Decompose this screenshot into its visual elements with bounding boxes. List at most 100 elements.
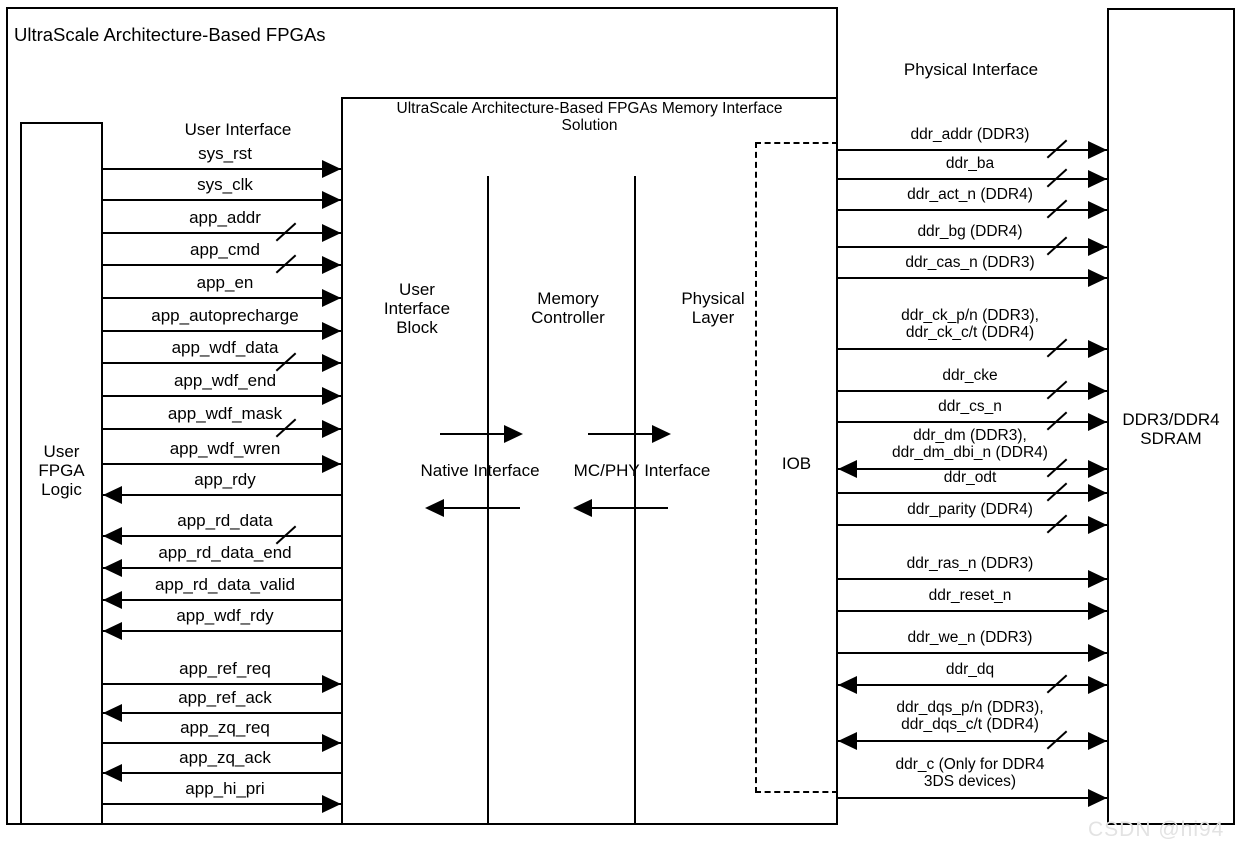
signal-arrow-right <box>1088 644 1107 662</box>
signal-label: app_ref_ack <box>178 688 272 707</box>
signal-arrow-right <box>1088 238 1107 256</box>
signal-arrow-left <box>838 676 857 694</box>
signal-label: app_rd_data_end <box>158 543 292 562</box>
signal-arrow-right <box>322 289 341 307</box>
signal-label: app_autoprecharge <box>151 306 299 325</box>
native-interface-label: Native Interface <box>420 461 540 480</box>
signal-label: ddr_ras_n (DDR3) <box>906 555 1034 572</box>
signal-line <box>103 683 341 685</box>
signal-arrow-right <box>322 734 341 752</box>
signal-line <box>103 494 341 496</box>
signal-line <box>838 178 1107 180</box>
signal-label: app_rd_data <box>177 511 273 530</box>
signal-line <box>838 578 1107 580</box>
signal-line <box>103 199 341 201</box>
signal-label: ddr_reset_n <box>928 587 1012 604</box>
signal-line <box>838 684 1107 686</box>
signal-line <box>838 421 1107 423</box>
signal-line <box>838 149 1107 151</box>
signal-arrow-right <box>1088 340 1107 358</box>
signal-arrow-right <box>322 455 341 473</box>
native-interface-return-line <box>444 507 520 509</box>
native-interface-forward-arrow <box>504 425 523 443</box>
signal-label: ddr_dm (DDR3), ddr_dm_dbi_n (DDR4) <box>892 427 1048 462</box>
signal-arrow-right <box>322 420 341 438</box>
signal-label: ddr_odt <box>943 469 997 486</box>
signal-arrow-right <box>1088 570 1107 588</box>
signal-label: app_wdf_end <box>173 371 277 390</box>
signal-line <box>103 463 341 465</box>
signal-arrow-right <box>1088 460 1107 478</box>
signal-arrow-right <box>1088 413 1107 431</box>
ddr-sdram-block <box>1107 8 1235 825</box>
native-interface-return-arrow <box>425 499 444 517</box>
signal-label: ddr_bg (DDR4) <box>917 223 1023 240</box>
signal-arrow-right <box>322 322 341 340</box>
signal-label: app_addr <box>189 208 261 227</box>
signal-arrow-right <box>1088 602 1107 620</box>
mcphy-interface-return-line <box>592 507 668 509</box>
signal-arrow-left <box>103 527 122 545</box>
signal-arrow-left <box>103 591 122 609</box>
signal-arrow-right <box>322 675 341 693</box>
inner-block-physical-layer: Physical Layer <box>681 289 745 328</box>
signal-arrow-right <box>1088 382 1107 400</box>
signal-label: ddr_cs_n <box>938 398 1002 415</box>
signal-arrow-right <box>322 191 341 209</box>
signal-line <box>838 246 1107 248</box>
signal-line <box>103 535 341 537</box>
physical-interface-header: Physical Interface <box>903 60 1039 79</box>
divider-memory-controller <box>634 176 636 825</box>
signal-line <box>103 297 341 299</box>
signal-arrow-left <box>103 559 122 577</box>
signal-arrow-right <box>1088 269 1107 287</box>
user-fpga-logic-label: User FPGA Logic <box>38 442 85 500</box>
signal-label: app_zq_ack <box>179 748 271 767</box>
signal-line <box>103 264 341 266</box>
signal-line <box>838 797 1107 799</box>
signal-arrow-right <box>1088 484 1107 502</box>
signal-arrow-right <box>322 160 341 178</box>
signal-line <box>838 524 1107 526</box>
signal-line <box>103 395 341 397</box>
signal-line <box>103 630 341 632</box>
signal-label: app_wdf_data <box>171 338 279 357</box>
signal-label: ddr_addr (DDR3) <box>910 126 1030 143</box>
signal-line <box>103 712 341 714</box>
signal-line <box>103 742 341 744</box>
signal-line <box>838 468 1107 470</box>
inner-block-user-interface-block: User Interface Block <box>383 280 451 338</box>
signal-arrow-right <box>1088 201 1107 219</box>
user-fpga-logic-block <box>20 122 103 825</box>
signal-arrow-right <box>1088 170 1107 188</box>
signal-line <box>103 772 341 774</box>
signal-line <box>103 330 341 332</box>
signal-label: app_en <box>196 273 254 292</box>
signal-label: app_rdy <box>194 470 256 489</box>
signal-arrow-right <box>1088 676 1107 694</box>
signal-label: ddr_cas_n (DDR3) <box>905 254 1035 271</box>
signal-label: app_ref_req <box>179 659 271 678</box>
signal-line <box>838 610 1107 612</box>
signal-arrow-right <box>322 224 341 242</box>
signal-arrow-right <box>322 256 341 274</box>
signal-label: ddr_we_n (DDR3) <box>907 629 1033 646</box>
signal-label: app_wdf_mask <box>167 404 283 423</box>
signal-line <box>838 652 1107 654</box>
signal-line <box>103 168 341 170</box>
signal-label: ddr_cke <box>942 367 998 384</box>
signal-label: app_hi_pri <box>185 779 265 798</box>
iob-label: IOB <box>781 454 812 473</box>
signal-arrow-left <box>103 486 122 504</box>
signal-line <box>103 803 341 805</box>
signal-line <box>838 390 1107 392</box>
signal-line <box>838 209 1107 211</box>
signal-arrow-left <box>103 622 122 640</box>
signal-label: app_wdf_wren <box>169 439 281 458</box>
signal-label: sys_rst <box>198 144 252 163</box>
native-interface-forward-line <box>440 433 516 435</box>
signal-arrow-right <box>1088 789 1107 807</box>
mcphy-interface-forward-line <box>588 433 664 435</box>
ddr-sdram-label: DDR3/DDR4 SDRAM <box>1122 410 1220 449</box>
signal-label: ddr_c (Only for DDR4 3DS devices) <box>895 756 1045 791</box>
